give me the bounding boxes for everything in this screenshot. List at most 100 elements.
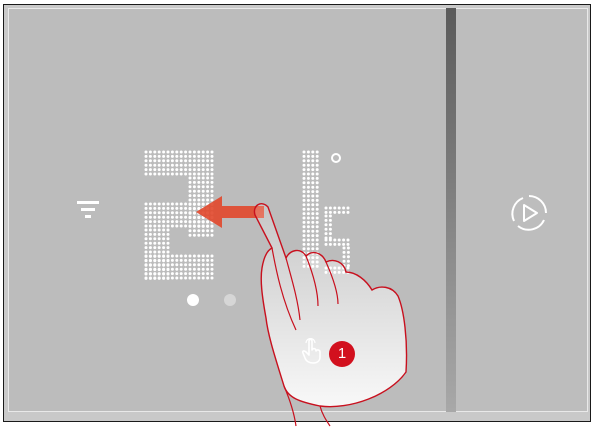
digit-one-dot bbox=[316, 247, 319, 250]
digit-one-dot bbox=[311, 247, 314, 250]
digit-two-dot bbox=[189, 216, 192, 219]
decimal-five-dot bbox=[342, 207, 345, 210]
digit-two-dot bbox=[184, 211, 187, 214]
digit-two-dot bbox=[206, 173, 209, 176]
digit-one-dot bbox=[303, 168, 306, 171]
decimal-five-dot bbox=[338, 207, 341, 210]
decimal-five-dot bbox=[333, 239, 336, 242]
decimal-five-dot bbox=[329, 271, 332, 274]
decimal-five-dot bbox=[325, 215, 328, 218]
digit-two-dot bbox=[158, 246, 161, 249]
digit-two-dot bbox=[158, 272, 161, 275]
page-indicator-inactive[interactable] bbox=[224, 294, 236, 306]
digit-two-dot bbox=[189, 159, 192, 162]
digit-two-dot bbox=[180, 272, 183, 275]
digit-two-dot bbox=[158, 251, 161, 254]
digit-two-dot bbox=[149, 237, 152, 240]
digit-two-dot bbox=[202, 164, 205, 167]
digit-two-dot bbox=[153, 229, 156, 232]
decimal-five-dot bbox=[343, 247, 346, 250]
digit-one-dot bbox=[303, 239, 306, 242]
digit-one-dot bbox=[316, 159, 319, 162]
decimal-five-dot bbox=[338, 267, 341, 270]
digit-two-dot bbox=[193, 229, 196, 232]
digit-two-dot bbox=[180, 225, 183, 228]
digit-one-dot bbox=[303, 256, 306, 259]
filter-icon[interactable] bbox=[75, 198, 101, 224]
digit-two-dot bbox=[158, 255, 161, 258]
decimal-five-dot bbox=[329, 207, 332, 210]
digit-two-dot bbox=[175, 255, 178, 258]
digit-two-dot bbox=[202, 181, 205, 184]
digit-two-dot bbox=[202, 185, 205, 188]
digit-two-dot bbox=[149, 164, 152, 167]
digit-two-dot bbox=[193, 234, 196, 237]
digit-two-dot bbox=[162, 168, 165, 171]
digit-one-dot bbox=[307, 243, 310, 246]
digit-two-dot bbox=[149, 211, 152, 214]
digit-two-dot bbox=[206, 155, 209, 158]
digit-two-dot bbox=[175, 263, 178, 266]
digit-two-dot bbox=[145, 173, 148, 176]
digit-two-dot bbox=[175, 216, 178, 219]
digit-two-dot bbox=[193, 272, 196, 275]
digit-two-dot bbox=[180, 168, 183, 171]
page-indicator-active[interactable] bbox=[187, 294, 199, 306]
play-circle-icon[interactable] bbox=[509, 193, 549, 233]
decimal-five-dot bbox=[347, 251, 350, 254]
digit-two-dot bbox=[149, 159, 152, 162]
digit-two-dot bbox=[167, 220, 170, 223]
digit-two-dot bbox=[162, 242, 165, 245]
digit-two-dot bbox=[180, 151, 183, 154]
digit-two-dot bbox=[206, 159, 209, 162]
digit-two-dot bbox=[149, 207, 152, 210]
digit-two-dot bbox=[162, 159, 165, 162]
digit-one-dot bbox=[311, 239, 314, 242]
digit-two-dot bbox=[211, 203, 214, 206]
digit-two-dot bbox=[171, 259, 174, 262]
decimal-five-dot bbox=[329, 267, 332, 270]
digit-two-dot bbox=[153, 272, 156, 275]
digit-two-dot bbox=[211, 268, 214, 271]
digit-one-dot bbox=[307, 151, 310, 154]
digit-two-dot bbox=[189, 151, 192, 154]
digit-one-dot bbox=[311, 159, 314, 162]
digit-one-dot bbox=[316, 208, 319, 211]
digit-two-dot bbox=[162, 237, 165, 240]
digit-two-dot bbox=[202, 234, 205, 237]
digit-two-dot bbox=[206, 277, 209, 280]
digit-two-dot bbox=[158, 263, 161, 266]
digit-two-dot bbox=[197, 259, 200, 262]
digit-two-dot bbox=[184, 173, 187, 176]
digit-two-dot bbox=[153, 164, 156, 167]
digit-two-dot bbox=[167, 268, 170, 271]
digit-two-dot bbox=[171, 255, 174, 258]
digit-two-dot bbox=[211, 177, 214, 180]
digit-two-dot bbox=[153, 233, 156, 236]
digit-two-dot bbox=[167, 211, 170, 214]
digit-two-dot bbox=[167, 255, 170, 258]
digit-one-dot bbox=[307, 265, 310, 268]
digit-two-dot bbox=[202, 173, 205, 176]
digit-two-dot bbox=[145, 242, 148, 245]
digit-one-dot bbox=[307, 225, 310, 228]
decimal-five-dot bbox=[325, 243, 328, 246]
touch-hand-icon bbox=[301, 338, 323, 364]
digit-one-dot bbox=[307, 195, 310, 198]
digit-one-dot bbox=[316, 173, 319, 176]
digit-two-dot bbox=[145, 216, 148, 219]
digit-one-dot bbox=[316, 164, 319, 167]
digit-two-dot bbox=[193, 194, 196, 197]
digit-two-dot bbox=[180, 216, 183, 219]
digit-two-dot bbox=[189, 272, 192, 275]
digit-one-dot bbox=[311, 151, 314, 154]
digit-one-dot bbox=[311, 256, 314, 259]
digit-two-dot bbox=[149, 216, 152, 219]
digit-two-dot bbox=[211, 216, 214, 219]
digit-two-dot bbox=[193, 211, 196, 214]
digit-two-dot bbox=[175, 259, 178, 262]
digit-one-dot bbox=[303, 225, 306, 228]
digit-one-dot bbox=[311, 261, 314, 264]
digit-two-dot bbox=[180, 259, 183, 262]
digit-two-dot bbox=[193, 225, 196, 228]
